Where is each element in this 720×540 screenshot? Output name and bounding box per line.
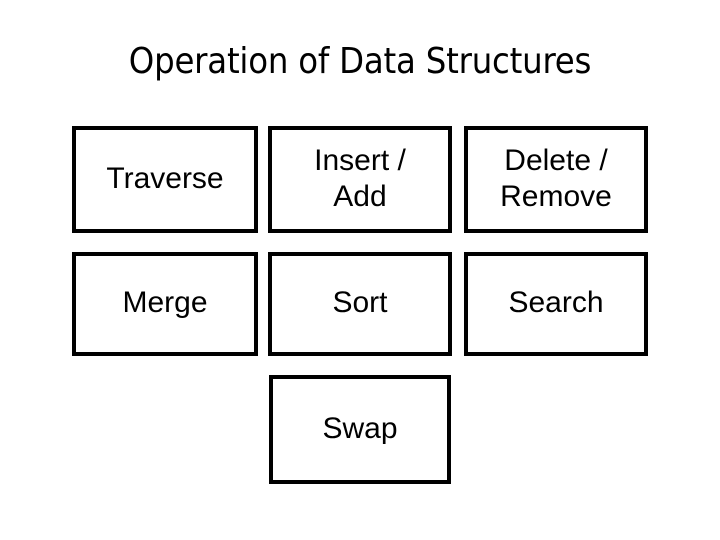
operation-box-label: Delete / Remove — [500, 143, 612, 213]
operation-box-label: Sort — [332, 286, 388, 319]
operation-box-insert-add[interactable]: Insert / Add — [268, 126, 452, 233]
operation-box-label: Insert / Add — [314, 143, 406, 213]
operation-box-swap[interactable]: Swap — [269, 375, 451, 484]
operation-box-merge[interactable]: Merge — [72, 252, 258, 356]
page-title: Operation of Data Structures — [128, 41, 592, 82]
operation-box-traverse[interactable]: Traverse — [72, 126, 258, 233]
operation-box-label: Merge — [122, 286, 208, 319]
operation-box-label: Traverse — [106, 161, 224, 195]
operation-box-search[interactable]: Search — [464, 252, 648, 356]
operation-box-label: Swap — [322, 411, 398, 445]
operation-box-sort[interactable]: Sort — [268, 252, 452, 356]
operation-box-label: Search — [508, 286, 604, 319]
operation-box-delete-remove[interactable]: Delete / Remove — [464, 126, 648, 233]
